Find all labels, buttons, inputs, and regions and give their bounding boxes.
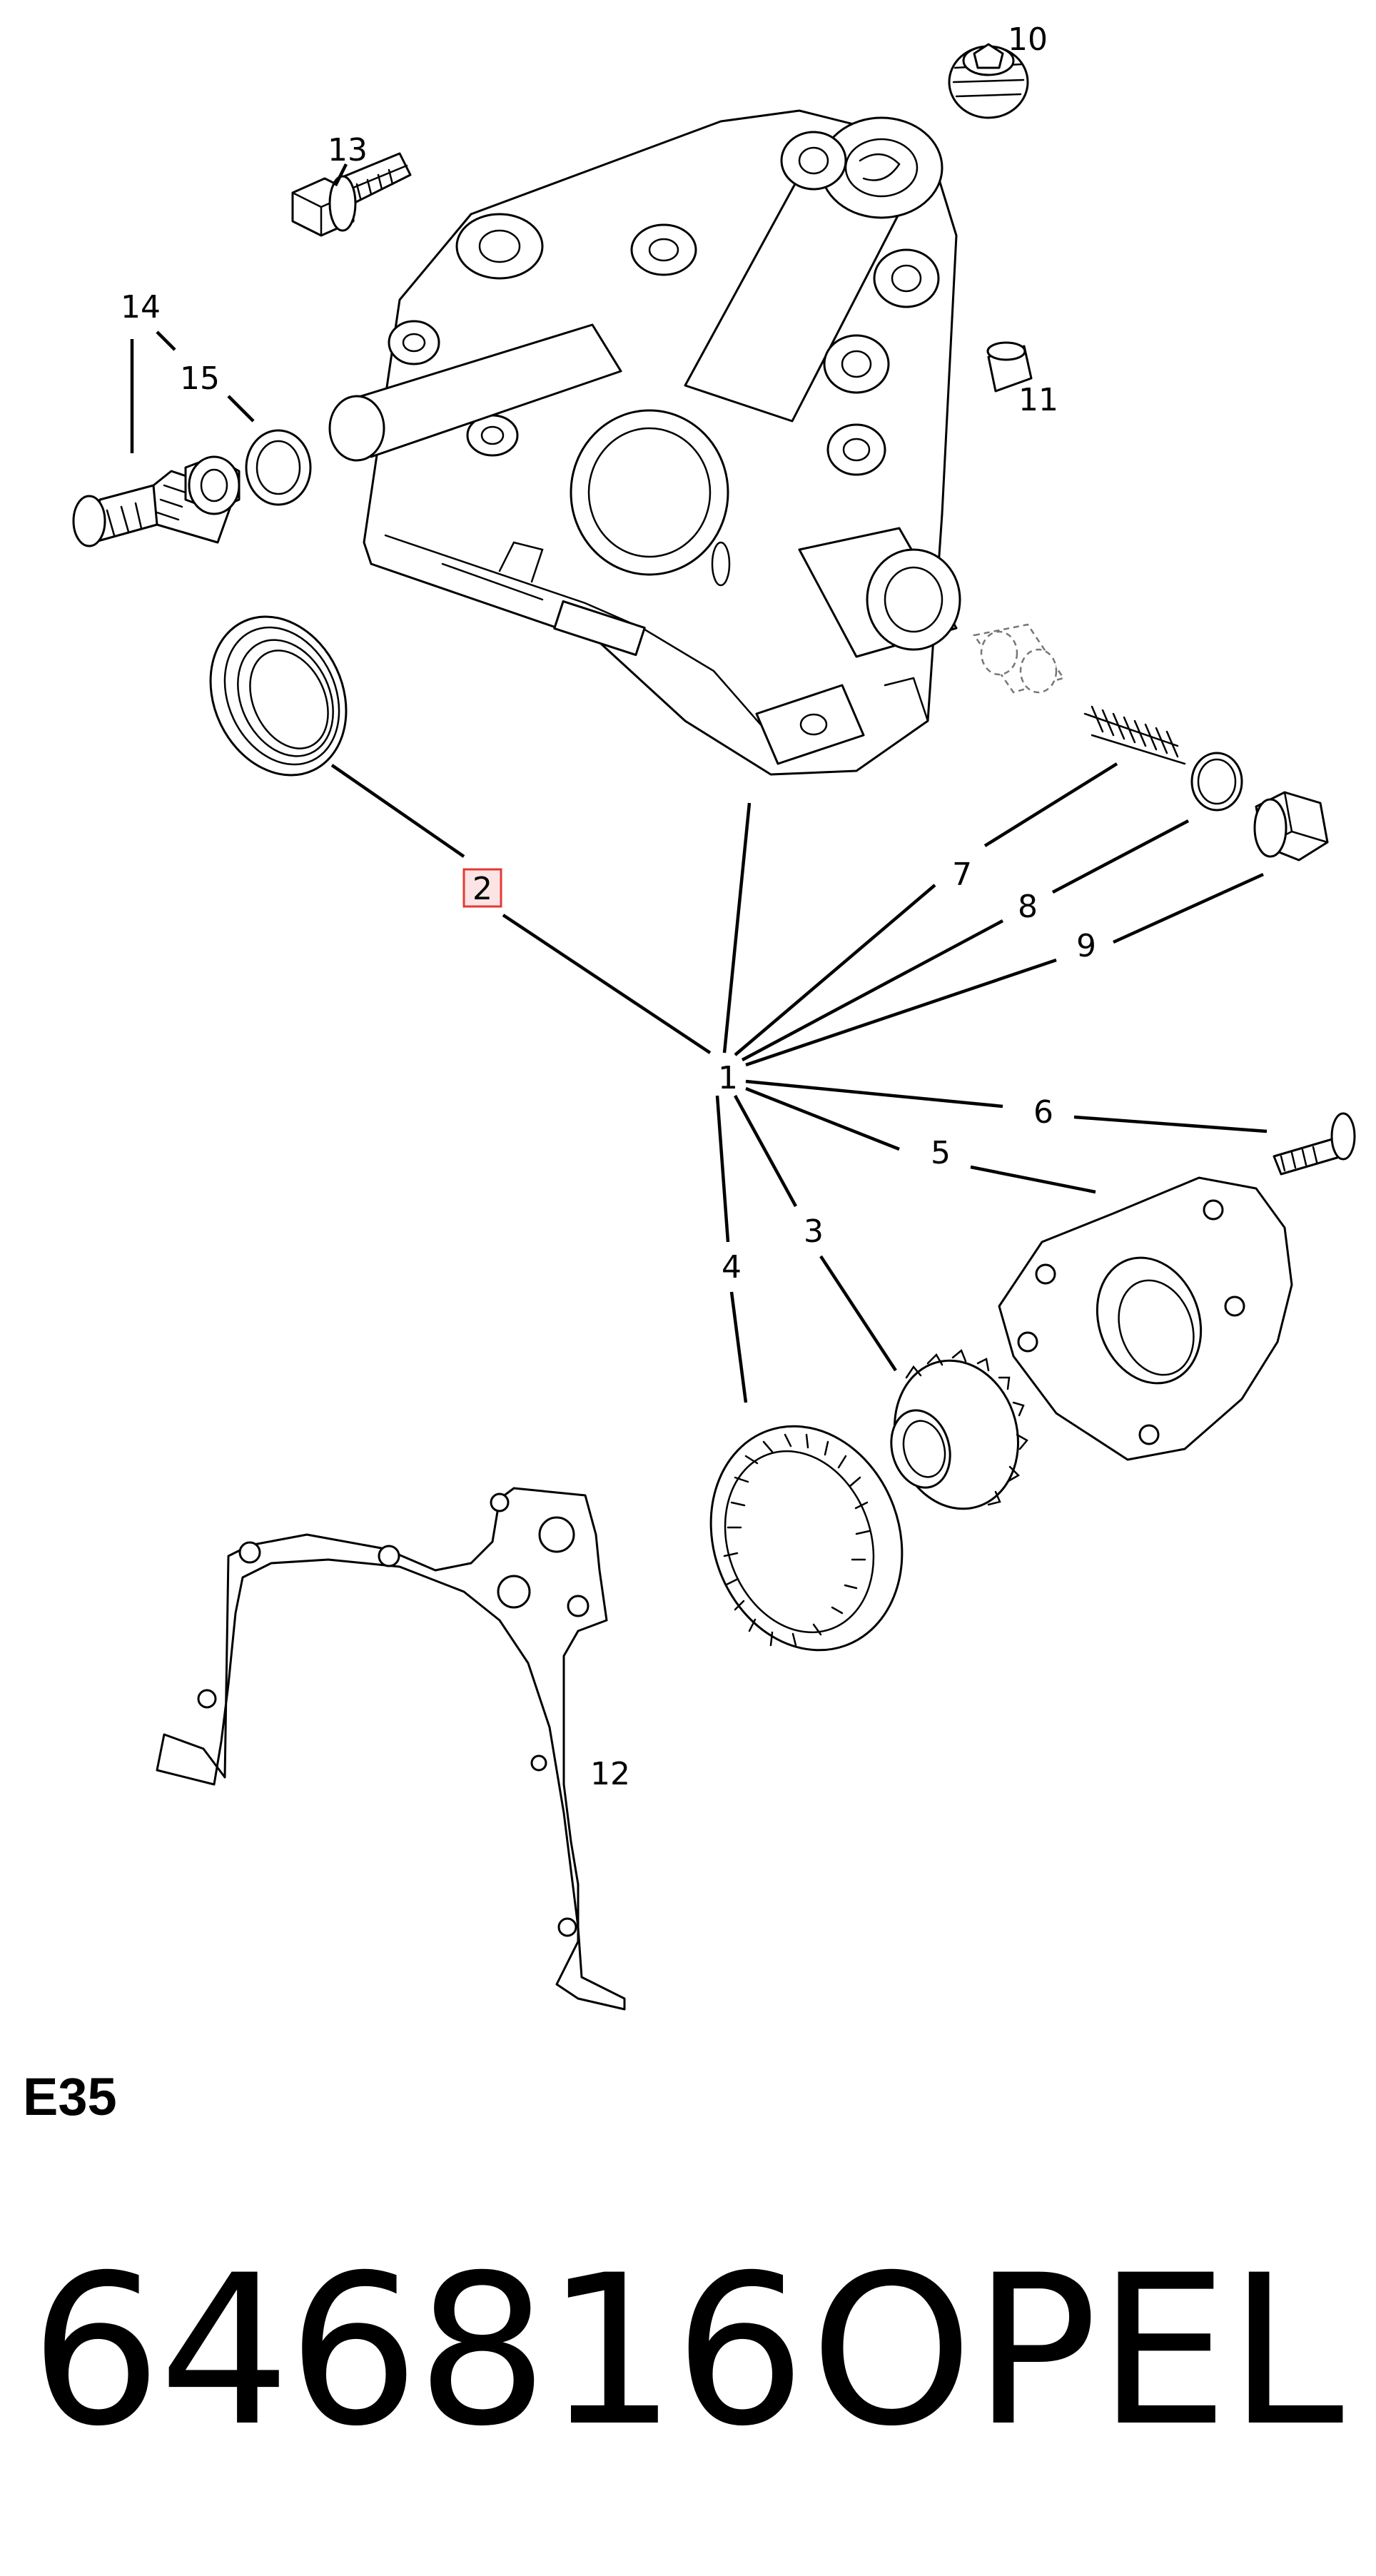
callout-10[interactable]: 10 <box>1008 21 1048 58</box>
relief-valve-piston[interactable] <box>972 623 1065 694</box>
callout-3[interactable]: 3 <box>804 1213 824 1250</box>
dowel-pin[interactable] <box>986 341 1033 393</box>
callout-1[interactable]: 1 <box>718 1060 738 1096</box>
inner-rotor-gear[interactable] <box>879 1347 1035 1523</box>
relief-valve-spring[interactable] <box>1083 705 1186 765</box>
callout-15[interactable]: 15 <box>180 360 220 397</box>
callout-12[interactable]: 12 <box>590 1756 630 1792</box>
pump-cover-plate[interactable] <box>998 1176 1293 1461</box>
section-code: E35 <box>23 2067 117 2126</box>
callout-9[interactable]: 9 <box>1076 928 1096 964</box>
part-number: 646816 <box>30 2231 806 2472</box>
screw-plug[interactable] <box>1253 791 1329 862</box>
callout-14[interactable]: 14 <box>121 289 161 325</box>
callout-2-highlight <box>462 868 502 908</box>
callout-labels: 2 1 3 4 5 6 7 8 9 10 11 12 13 14 15 <box>121 21 1096 1792</box>
brand-name: OPEL <box>810 2231 1344 2472</box>
callout-11[interactable]: 11 <box>1018 382 1058 418</box>
callout-5[interactable]: 5 <box>931 1135 951 1171</box>
callout-6[interactable]: 6 <box>1033 1094 1053 1131</box>
o-ring[interactable] <box>1190 752 1243 812</box>
threaded-plug[interactable] <box>948 43 1029 119</box>
oil-pump-housing[interactable] <box>328 109 961 776</box>
shaft-seal-ring[interactable] <box>186 595 371 798</box>
callout-13[interactable]: 13 <box>328 132 368 168</box>
callout-8[interactable]: 8 <box>1018 889 1038 925</box>
sealing-washer[interactable] <box>245 429 312 506</box>
callout-2[interactable]: 2 <box>472 871 492 907</box>
pump-gasket[interactable] <box>156 1487 626 2011</box>
outer-rotor-ring[interactable] <box>680 1399 933 1677</box>
oil-pressure-switch[interactable] <box>72 455 241 547</box>
leader-lines <box>130 163 1268 1403</box>
callout-7[interactable]: 7 <box>952 857 972 893</box>
cover-screw[interactable] <box>1273 1112 1356 1176</box>
bolt[interactable] <box>291 152 412 237</box>
callout-4[interactable]: 4 <box>722 1249 742 1286</box>
